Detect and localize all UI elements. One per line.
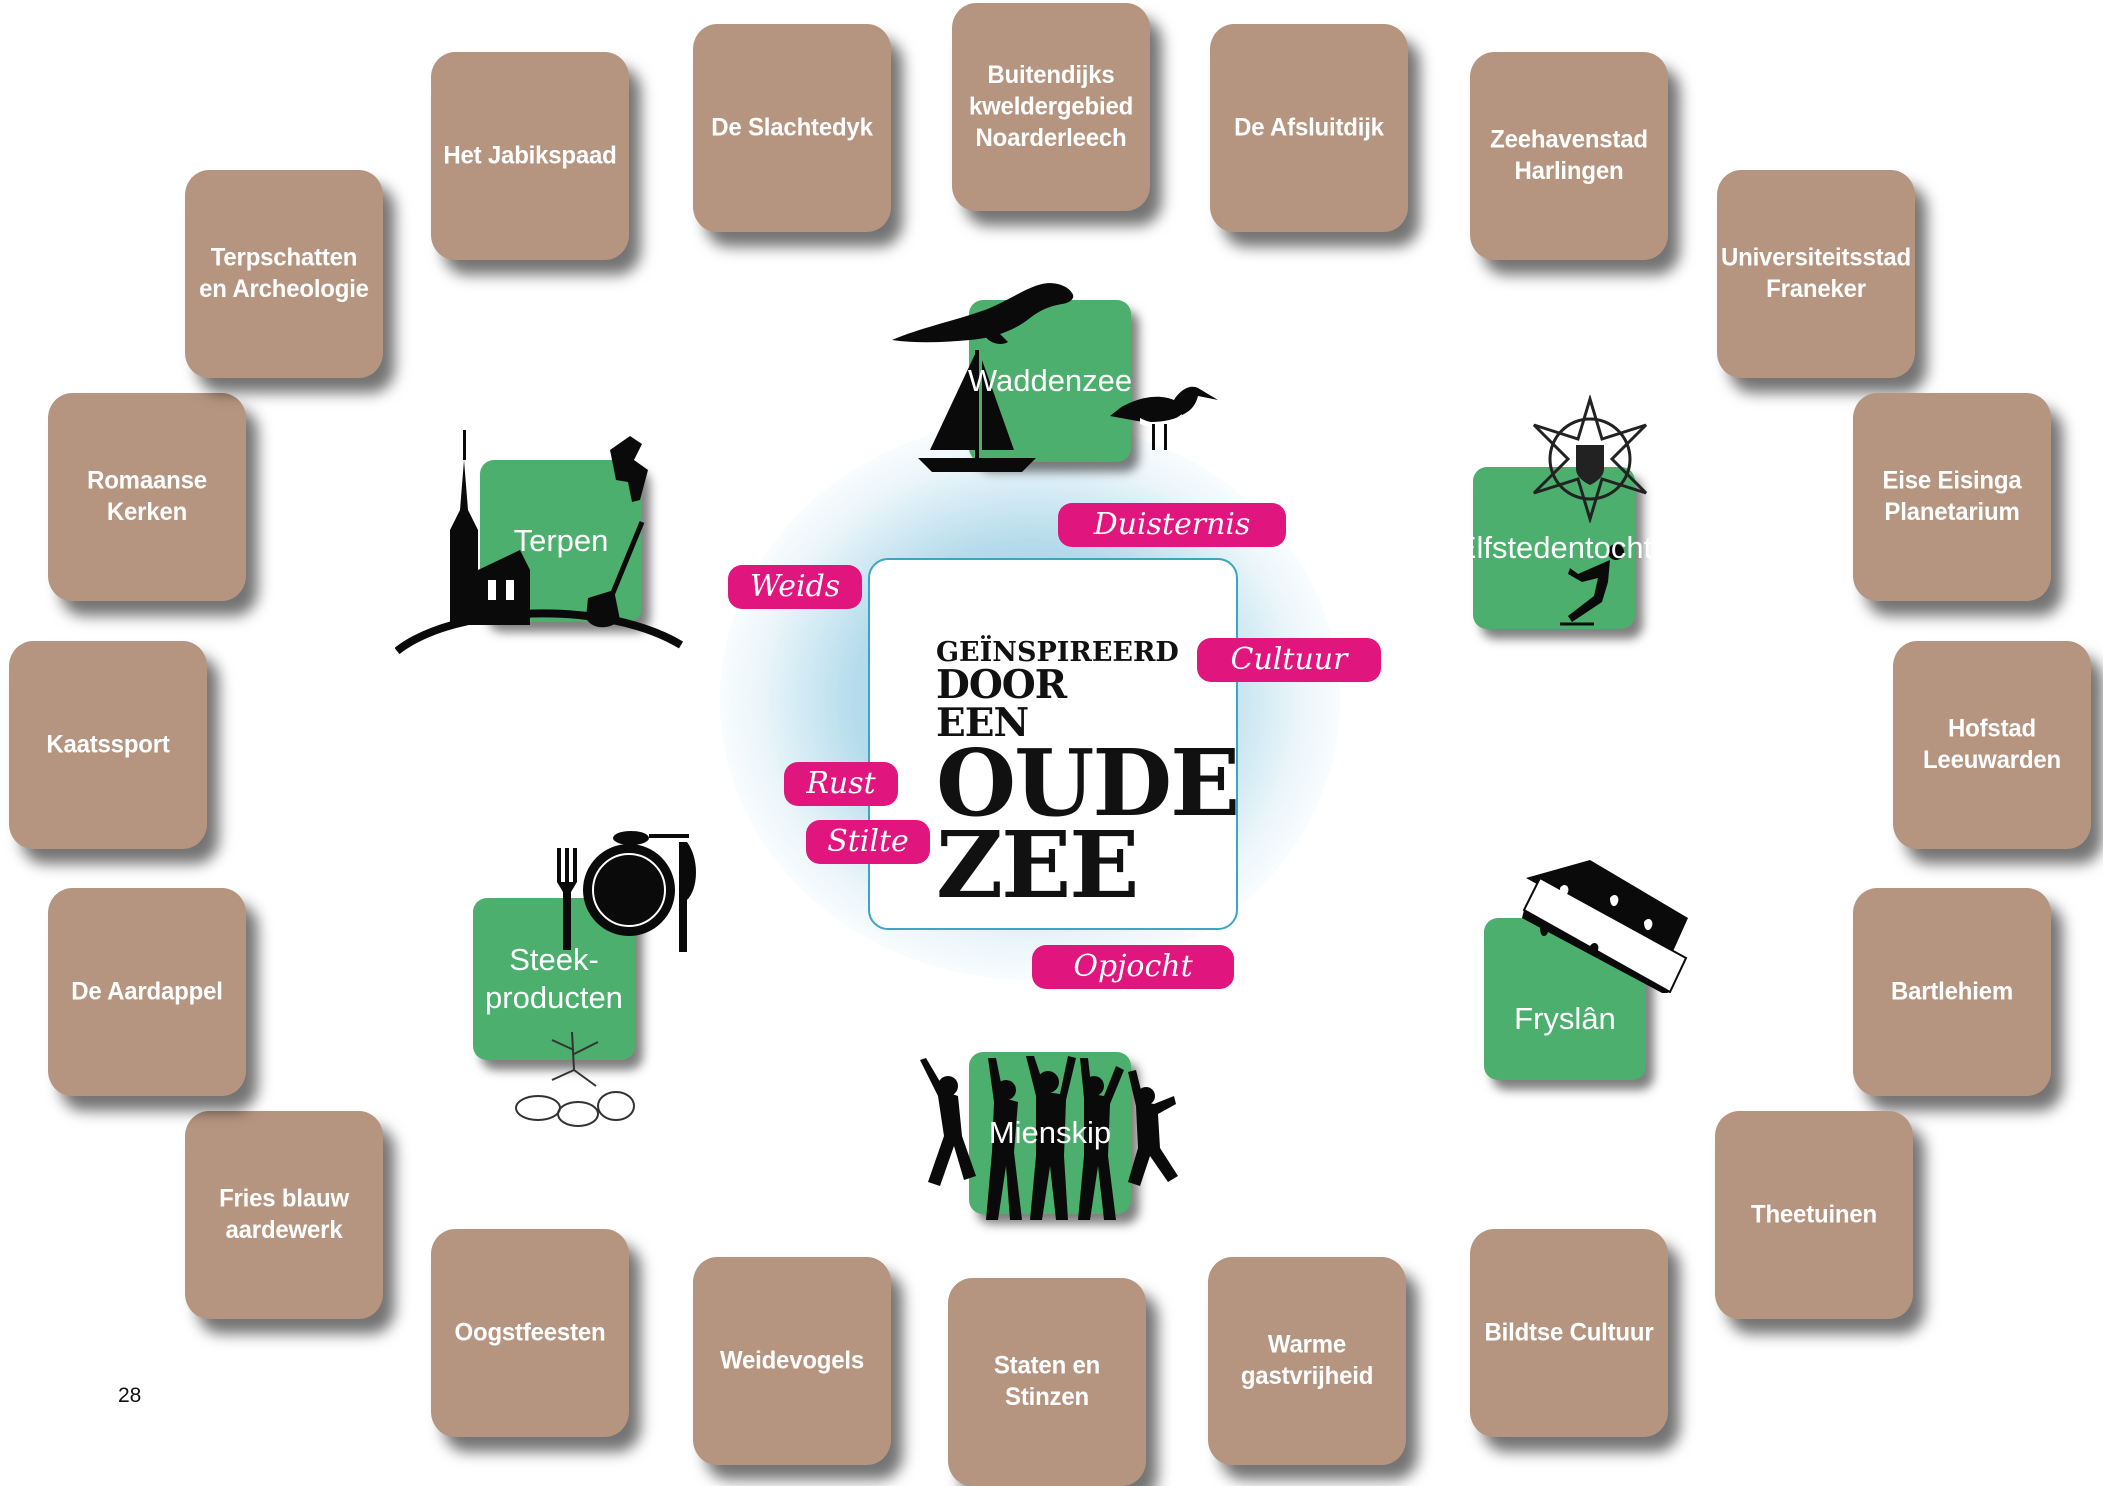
seal-icon — [892, 283, 1074, 344]
pill-stilte: Stilte — [806, 820, 930, 864]
pill-duisternis: Duisternis — [1058, 503, 1286, 547]
potato-plant-icon — [515, 1031, 635, 1127]
theme-steekproducten-label: Steek- producten — [485, 942, 623, 1015]
pill-opjocht: Opjocht — [1032, 945, 1234, 989]
oystercatcher-icon — [1110, 386, 1218, 450]
logo-line-3: OUDE — [936, 729, 1240, 837]
theme-mienskip-label: Mienskip — [988, 1115, 1112, 1150]
tile-de-aardappel: De Aardappel — [48, 888, 246, 1096]
digger-icon — [586, 436, 648, 628]
theme-elfstedentocht: Elfstedentocht — [1456, 467, 1652, 629]
tile-theetuinen: Theetuinen — [1715, 1111, 1913, 1319]
page-number: 28 — [118, 1384, 142, 1407]
mound-icon — [395, 609, 684, 655]
tile-bartlehiem: Bartlehiem — [1853, 888, 2051, 1096]
tile-het-jabikspaad: Het Jabikspaad — [431, 52, 629, 260]
theme-terpen-label: Terpen — [513, 523, 609, 558]
logo-line-2: DOOR EEN — [936, 662, 1067, 746]
elfsteden-cross-icon — [1532, 395, 1648, 523]
tile-zeehavenstad-harlingen: Zeehavenstad Harlingen — [1470, 52, 1668, 260]
tile-bildtse-cultuur: Bildtse Cultuur — [1470, 1229, 1668, 1437]
tile-terpschatten-archeologie: Terpschatten en Archeologie — [185, 170, 383, 378]
tile-hofstad-leeuwarden: Hofstad Leeuwarden — [1893, 641, 2091, 849]
tile-oogstfeesten: Oogstfeesten — [431, 1229, 629, 1437]
plate-cutlery-icon — [557, 831, 696, 952]
skater-icon — [1560, 544, 1624, 626]
tile-kaatssport: Kaatssport — [9, 641, 207, 849]
theme-elfstedentocht-label: Elfstedentocht — [1455, 530, 1653, 565]
logo: GEÏNSPIREERD DOOR EEN OUDE ZEE — [936, 637, 1240, 919]
tile-warme-gastvrijheid: Warme gastvrijheid — [1208, 1257, 1406, 1465]
tile-romaanse-kerken: Romaanse Kerken — [48, 393, 246, 601]
frisian-flag-icon — [1522, 860, 1688, 993]
tile-fries-blauw-aardewerk: Fries blauw aardewerk — [185, 1111, 383, 1319]
tile-weidevogels: Weidevogels — [693, 1257, 891, 1465]
theme-fryslan-label: Fryslân — [1514, 1001, 1616, 1036]
pill-rust: Rust — [784, 762, 898, 806]
theme-steekproducten: Steek- producten — [473, 898, 635, 1060]
tile-de-slachtedyk: De Slachtedyk — [693, 24, 891, 232]
tile-universiteitsstad-franeker: Universiteitsstad Franeker — [1717, 170, 1915, 378]
church-icon — [450, 430, 530, 625]
tile-staten-en-stinzen: Staten en Stinzen — [948, 1278, 1146, 1486]
sailboat-icon — [918, 350, 1036, 472]
tile-de-afsluitdijk: De Afsluitdijk — [1210, 24, 1408, 232]
pill-weids: Weids — [728, 565, 862, 609]
tile-eise-eisinga-planetarium: Eise Eisinga Planetarium — [1853, 393, 2051, 601]
logo-line-1: GEÏNSPIREERD — [936, 637, 1179, 668]
pill-cultuur: Cultuur — [1197, 638, 1381, 682]
theme-waddenzee-label: Waddenzee — [967, 363, 1133, 398]
logo-line-4: ZEE — [936, 811, 1139, 919]
people-cheering-icon — [920, 1056, 1178, 1220]
center-logo-box — [868, 558, 1238, 930]
tile-buitendijks-kweldergebied: Buitendijks kweldergebied Noarderleech — [952, 3, 1150, 211]
